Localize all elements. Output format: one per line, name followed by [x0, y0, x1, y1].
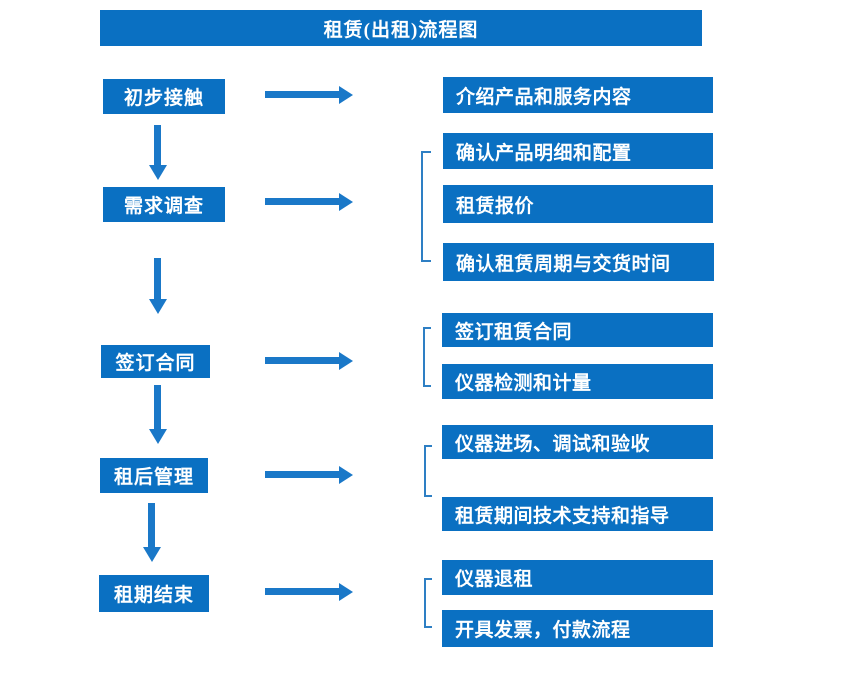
right-arrow-5-icon [265, 583, 353, 601]
arrow-shaft [148, 503, 155, 547]
detail-2-box: 确认产品明细和配置 [443, 133, 713, 169]
down-arrow-4-icon [143, 503, 161, 562]
arrow-shaft [265, 198, 339, 205]
detail-1-box: 介绍产品和服务内容 [443, 77, 713, 113]
arrow-head [339, 86, 353, 104]
right-arrow-3-icon [265, 352, 353, 370]
right-arrow-4-icon [265, 466, 353, 484]
detail-9-box: 仪器退租 [442, 560, 713, 595]
down-arrow-3-icon [149, 385, 167, 444]
bracket-group-4 [424, 445, 432, 497]
arrow-shaft [154, 385, 161, 429]
bracket-group-3 [423, 327, 431, 387]
down-arrow-2-icon [149, 258, 167, 314]
arrow-shaft [265, 588, 339, 595]
arrow-shaft [265, 357, 339, 364]
arrow-head [339, 352, 353, 370]
arrow-shaft [154, 125, 161, 165]
detail-7-box: 仪器进场、调试和验收 [442, 425, 713, 459]
detail-10-box: 开具发票，付款流程 [442, 610, 713, 647]
detail-8-box: 租赁期间技术支持和指导 [442, 497, 713, 531]
arrow-head [339, 583, 353, 601]
detail-6-box: 仪器检测和计量 [442, 364, 713, 399]
step-1-box: 初步接触 [103, 79, 225, 114]
right-arrow-1-icon [265, 86, 353, 104]
step-2-box: 需求调查 [103, 187, 225, 222]
bracket-group-2 [421, 151, 431, 262]
detail-5-box: 签订租赁合同 [442, 313, 713, 347]
arrow-head [149, 165, 167, 180]
arrow-shaft [265, 471, 339, 478]
right-arrow-2-icon [265, 193, 353, 211]
step-4-box: 租后管理 [100, 458, 208, 493]
arrow-head [143, 547, 161, 562]
down-arrow-1-icon [149, 125, 167, 180]
page-title: 租赁(出租)流程图 [323, 19, 479, 41]
title-bar: 租赁(出租)流程图 [100, 10, 702, 46]
arrow-shaft [265, 91, 339, 98]
arrow-head [339, 193, 353, 211]
arrow-head [339, 466, 353, 484]
detail-3-box: 租赁报价 [443, 185, 713, 223]
arrow-shaft [154, 258, 161, 299]
bracket-group-5 [424, 578, 432, 628]
arrow-head [149, 429, 167, 444]
arrow-head [149, 299, 167, 314]
step-3-box: 签订合同 [101, 345, 210, 378]
detail-4-box: 确认租赁周期与交货时间 [443, 243, 714, 281]
step-5-box: 租期结束 [99, 575, 209, 612]
